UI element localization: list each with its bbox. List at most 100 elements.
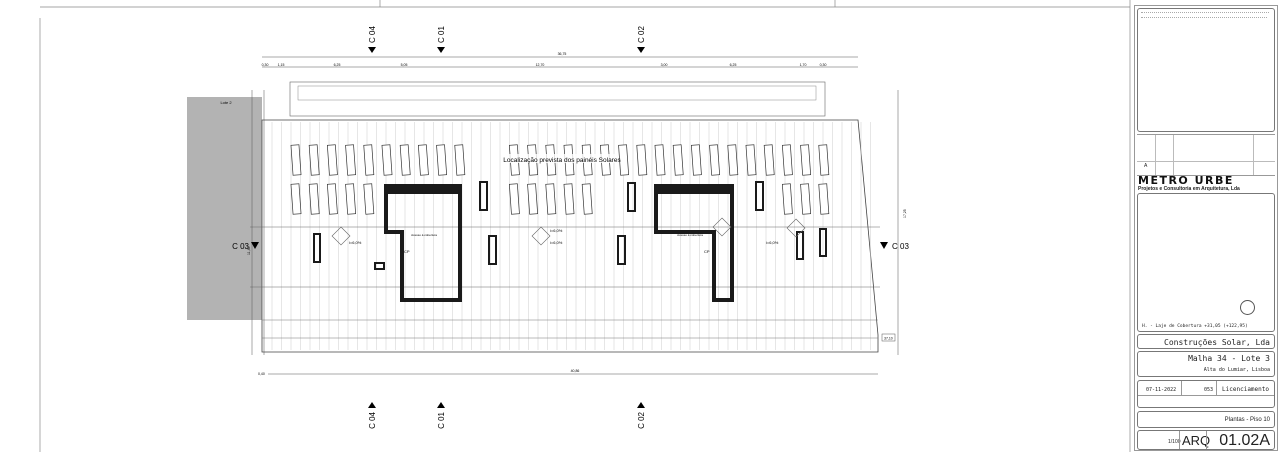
panels-label: Localização prevista dos painéis Solares [503, 157, 621, 164]
solar-panel [363, 183, 375, 215]
solar-panel [308, 183, 320, 215]
dim-top-part: 1,15 [278, 63, 285, 67]
solar-panel [800, 144, 812, 176]
client-box: Construções Solar, Lda [1137, 334, 1275, 349]
solar-panel [454, 144, 466, 176]
sheet-box: 1/100 ARQ 01.02A [1137, 430, 1275, 450]
project-name: Malha 34 - Lote 3 [1188, 354, 1270, 363]
solar-panel [672, 144, 684, 176]
solar-panel [800, 183, 812, 215]
svg-text:C 03: C 03 [892, 242, 909, 251]
section-marker-c03[interactable]: C 03 [232, 242, 259, 251]
svg-text:C 02: C 02 [637, 26, 646, 43]
title-block: A METRO URBE Projetos e Consultoria em A… [1134, 5, 1278, 451]
solar-panel [363, 144, 375, 176]
solar-panel [326, 144, 338, 176]
project-location: Alta do Lumiar, Lisboa [1203, 367, 1270, 373]
solar-panel [763, 144, 775, 176]
discipline: ARQ [1182, 433, 1211, 448]
solar-panel [781, 183, 793, 215]
solar-panel [618, 144, 630, 176]
revisions-table: A [1137, 134, 1275, 176]
core-label-1: Acesso à cobertura [411, 233, 437, 237]
solar-panel [399, 144, 411, 176]
solar-panel [326, 183, 338, 215]
stair-core-2 [654, 184, 734, 302]
dim-top-part: 0,30 [820, 63, 827, 67]
svg-text:C 03: C 03 [232, 242, 249, 251]
drawing-title: Plantas - Piso 10 [1224, 417, 1270, 423]
cp-label-1: CP [404, 249, 410, 254]
core-label-2: Acesso à cobertura [677, 233, 703, 237]
phase: Licenciamento [1222, 386, 1269, 393]
solar-panel [545, 183, 557, 215]
solar-panel [417, 144, 429, 176]
solar-panel [290, 144, 302, 176]
solar-panel [781, 144, 793, 176]
key-plan-box: H. - Laje de Cobertura +31,05 (+122,95) [1137, 193, 1275, 332]
svg-text:C 01: C 01 [437, 411, 446, 428]
section-marker-c01[interactable]: C 01 [437, 402, 446, 429]
project-box: Malha 34 - Lote 3 Alta do Lumiar, Lisboa [1137, 351, 1275, 377]
drawing-title-box: Plantas - Piso 10 [1137, 411, 1275, 428]
svg-text:C 04: C 04 [368, 26, 377, 43]
solar-panel [636, 144, 648, 176]
client-name: Construções Solar, Lda [1164, 338, 1270, 347]
dim-right-height: 17,25 [903, 209, 907, 218]
section-marker-c04[interactable]: C 04 [368, 26, 377, 53]
solar-panel [345, 183, 357, 215]
solar-panel [345, 144, 357, 176]
neighbor-label: Lote 2 [220, 100, 232, 105]
section-marker-c01[interactable]: C 01 [437, 26, 446, 53]
dim-top-part: 6,25 [730, 63, 737, 67]
solar-panel [508, 183, 520, 215]
solar-panel [690, 144, 702, 176]
section-marker-c02[interactable]: C 02 [637, 26, 646, 53]
section-marker-c04[interactable]: C 04 [368, 402, 377, 429]
slope-2: i=6,0% [550, 228, 563, 233]
company-logo: METRO URBE Projetos e Consultoria em Arq… [1138, 174, 1240, 192]
slope-4: i=6,0% [766, 240, 779, 245]
stair-core-1 [384, 184, 462, 302]
solar-panel [745, 144, 757, 176]
solar-panel [818, 144, 830, 176]
solar-panel [290, 183, 302, 215]
level-note: H. - Laje de Cobertura +31,05 (+122,95) [1142, 324, 1248, 329]
svg-text:C 01: C 01 [437, 26, 446, 43]
solar-panel [527, 183, 539, 215]
slope-3: i=6,0% [550, 240, 563, 245]
dim-top-part: 0,30 [262, 63, 269, 67]
svg-text:C 02: C 02 [637, 411, 646, 428]
solar-panel [709, 144, 721, 176]
dim-left-height: 11,40 [247, 246, 251, 255]
solar-panel [654, 144, 666, 176]
level-marker: 37,10 [884, 337, 893, 341]
dim-top-part: 1,70 [800, 63, 807, 67]
section-marker-c02[interactable]: C 02 [637, 402, 646, 429]
dim-top-part: 12,70 [536, 63, 545, 67]
solar-panel [581, 183, 593, 215]
scale: 1/100 [1168, 439, 1181, 445]
revision-mark: A [1144, 163, 1148, 169]
dim-top-part: 5,05 [401, 63, 408, 67]
sheet-number: 01.02A [1219, 432, 1270, 449]
solar-panel [436, 144, 448, 176]
section-marker-c03[interactable]: C 03 [880, 242, 909, 251]
svg-text:C 04: C 04 [368, 411, 377, 428]
solar-panel [308, 144, 320, 176]
phase-box: 07-11-2022 053 Licenciamento [1137, 380, 1275, 408]
slope-1: i=6,0% [349, 240, 362, 245]
north-arrow-icon [1240, 300, 1255, 315]
dim-bottom-start: 0,40 [258, 372, 265, 376]
dim-top-part: 3,00 [661, 63, 668, 67]
roof-outline [261, 119, 879, 353]
solar-panel [818, 183, 830, 215]
cp-label-2: CP [704, 249, 710, 254]
solar-panel [563, 183, 575, 215]
dim-bottom-total: 40,86 [571, 369, 580, 373]
solar-panel [727, 144, 739, 176]
project-number: 053 [1204, 387, 1214, 393]
dim-top-part: 6,25 [334, 63, 341, 67]
neighbor-lot [187, 97, 262, 320]
